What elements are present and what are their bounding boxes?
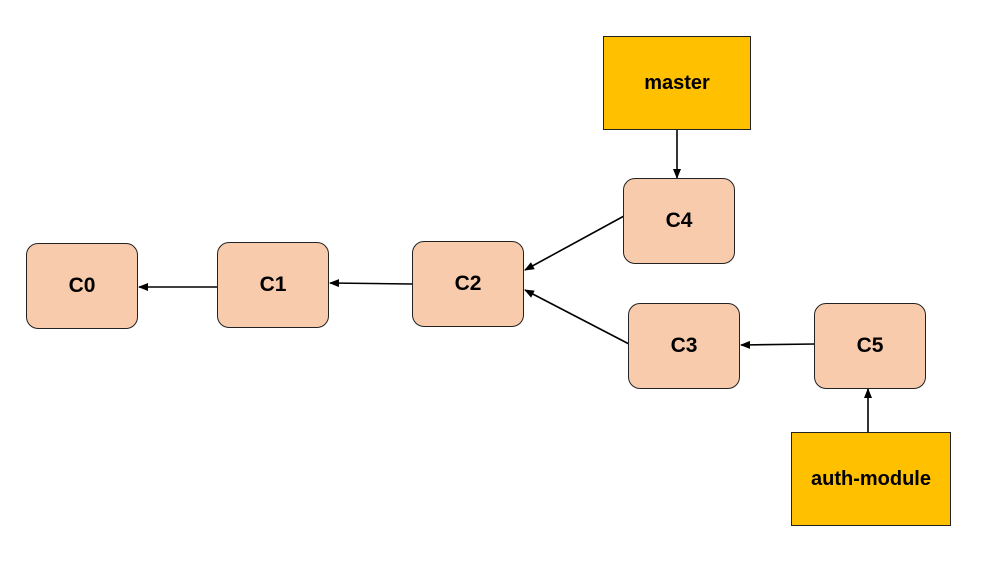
commit-c3: C3 [628, 303, 740, 389]
edge-c3-to-c2 [524, 289, 630, 345]
edge-c2-to-c1 [329, 279, 413, 288]
branch-master: master [603, 36, 751, 130]
edge-c5-to-c3 [740, 340, 816, 349]
branch-auth-module: auth-module [791, 432, 951, 526]
edge-c4-to-c2 [524, 215, 625, 271]
commit-c2: C2 [412, 241, 524, 327]
commit-c1: C1 [217, 242, 329, 328]
commit-c0: C0 [26, 243, 138, 329]
commit-c4: C4 [623, 178, 735, 264]
commit-c5: C5 [814, 303, 926, 389]
